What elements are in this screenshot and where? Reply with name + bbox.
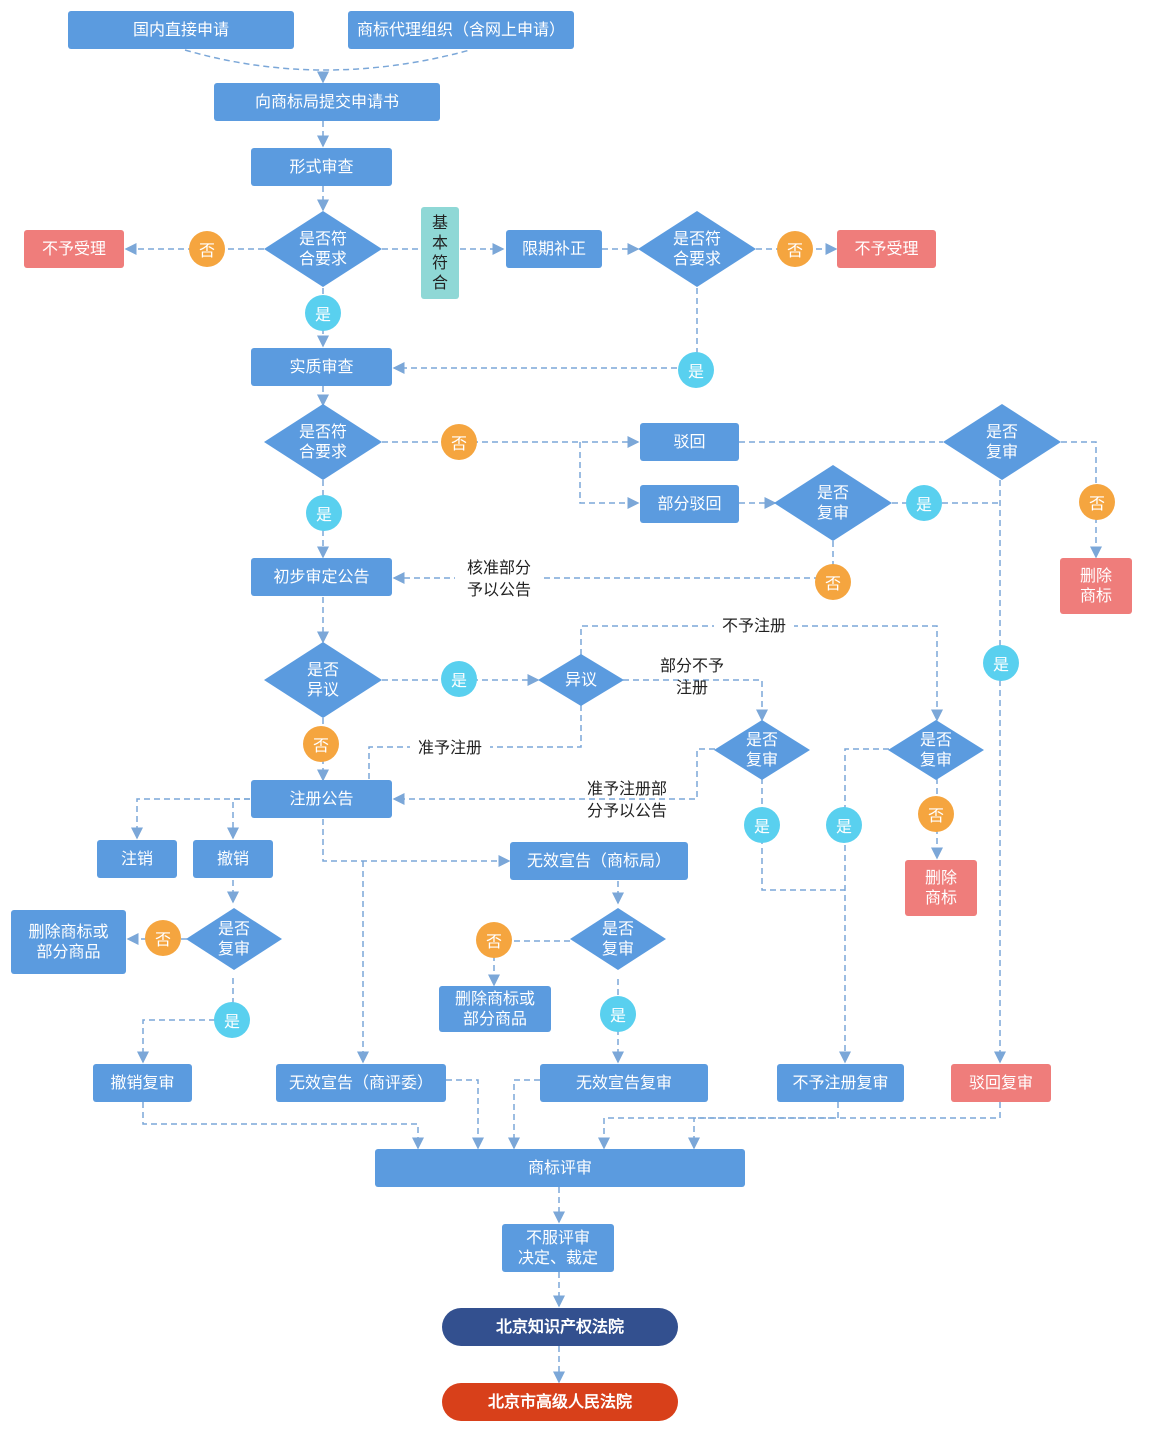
no-circle: 否 bbox=[918, 796, 954, 832]
submit-application-box: 向商标局提交申请书 bbox=[214, 83, 440, 121]
yes-circle: 是 bbox=[600, 996, 636, 1032]
label-partial-no-registration: 部分不予 注册 bbox=[659, 656, 724, 697]
label-approve-partial-publication: 核准部分 予以公告 bbox=[455, 557, 543, 601]
domestic-application-box: 国内直接申请 bbox=[68, 11, 294, 49]
beijing-ip-court-box: 北京知识产权法院 bbox=[442, 1308, 678, 1346]
decision-review-refuse: 是否 复审 bbox=[943, 404, 1061, 480]
refusal-review-box: 驳回复审 bbox=[951, 1064, 1051, 1102]
delete-trademark-box-2: 删除 商标 bbox=[905, 860, 977, 916]
trademark-review-box: 商标评审 bbox=[375, 1149, 745, 1187]
substantive-exam-box: 实质审查 bbox=[251, 348, 392, 386]
correction-box: 限期补正 bbox=[506, 230, 602, 268]
agency-application-box: 商标代理组织（含网上申请） bbox=[348, 11, 574, 49]
yes-circle: 是 bbox=[906, 485, 942, 521]
no-circle: 否 bbox=[145, 920, 181, 956]
basic-meets-note: 基 本 符 合 bbox=[421, 207, 459, 299]
label-approve-partial-registration: 准予注册部 分予以公告 bbox=[586, 779, 667, 820]
decision-meets-requirements-2: 是否符 合要求 bbox=[638, 211, 756, 287]
decision-review-partial: 是否 复审 bbox=[774, 465, 892, 541]
beijing-high-court-box: 北京市高级人民法院 bbox=[442, 1383, 678, 1421]
delete-partial-box-1: 删除商标或 部分商品 bbox=[11, 910, 126, 974]
no-circle: 否 bbox=[303, 726, 339, 762]
nonregistration-review-box: 不予注册复审 bbox=[777, 1064, 904, 1102]
cancel-box: 注销 bbox=[97, 840, 177, 878]
partial-refuse-box: 部分驳回 bbox=[640, 485, 739, 523]
yes-circle: 是 bbox=[678, 352, 714, 388]
decision-meets-requirements-1: 是否符 合要求 bbox=[264, 211, 382, 287]
yes-circle: 是 bbox=[983, 645, 1019, 681]
invalid-office-box: 无效宣告（商标局） bbox=[510, 842, 688, 880]
delete-trademark-box-1: 删除 商标 bbox=[1060, 558, 1132, 614]
no-circle: 否 bbox=[1079, 484, 1115, 520]
formal-exam-box: 形式审查 bbox=[251, 148, 392, 186]
label-no-registration: 不予注册 bbox=[714, 615, 794, 637]
invalid-review-box: 无效宣告复审 bbox=[540, 1064, 708, 1102]
decision-opposition-result: 异议 bbox=[538, 654, 624, 706]
registration-publication-box: 注册公告 bbox=[251, 780, 392, 818]
preliminary-publication-box: 初步审定公告 bbox=[251, 558, 392, 596]
no-circle: 否 bbox=[189, 231, 225, 267]
decision-opposition: 是否 异议 bbox=[264, 642, 382, 718]
yes-circle: 是 bbox=[441, 661, 477, 697]
decision-review-revoke: 是否 复审 bbox=[186, 908, 282, 970]
refuse-box: 驳回 bbox=[640, 423, 739, 461]
delete-partial-box-2: 删除商标或 部分商品 bbox=[439, 986, 551, 1032]
reject-right-box: 不予受理 bbox=[837, 230, 936, 268]
yes-circle: 是 bbox=[306, 495, 342, 531]
reject-left-box: 不予受理 bbox=[24, 230, 124, 268]
disagree-decision-box: 不服评审 决定、裁定 bbox=[502, 1224, 614, 1272]
label-approve-registration: 准予注册 bbox=[410, 737, 490, 759]
decision-review-invalid: 是否 复审 bbox=[570, 908, 666, 970]
decision-review-nonreg: 是否 复审 bbox=[888, 720, 984, 780]
yes-circle: 是 bbox=[826, 807, 862, 843]
no-circle: 否 bbox=[476, 922, 512, 958]
revoke-review-box: 撤销复审 bbox=[93, 1064, 192, 1102]
no-circle: 否 bbox=[777, 231, 813, 267]
decision-meets-requirements-3: 是否符 合要求 bbox=[264, 404, 382, 480]
yes-circle: 是 bbox=[305, 295, 341, 331]
no-circle: 否 bbox=[441, 424, 477, 460]
no-circle: 否 bbox=[815, 564, 851, 600]
invalid-board-box: 无效宣告（商评委） bbox=[276, 1064, 446, 1102]
decision-review-partial-nonreg: 是否 复审 bbox=[714, 720, 810, 780]
yes-circle: 是 bbox=[744, 807, 780, 843]
yes-circle: 是 bbox=[214, 1002, 250, 1038]
revoke-box: 撤销 bbox=[193, 840, 273, 878]
